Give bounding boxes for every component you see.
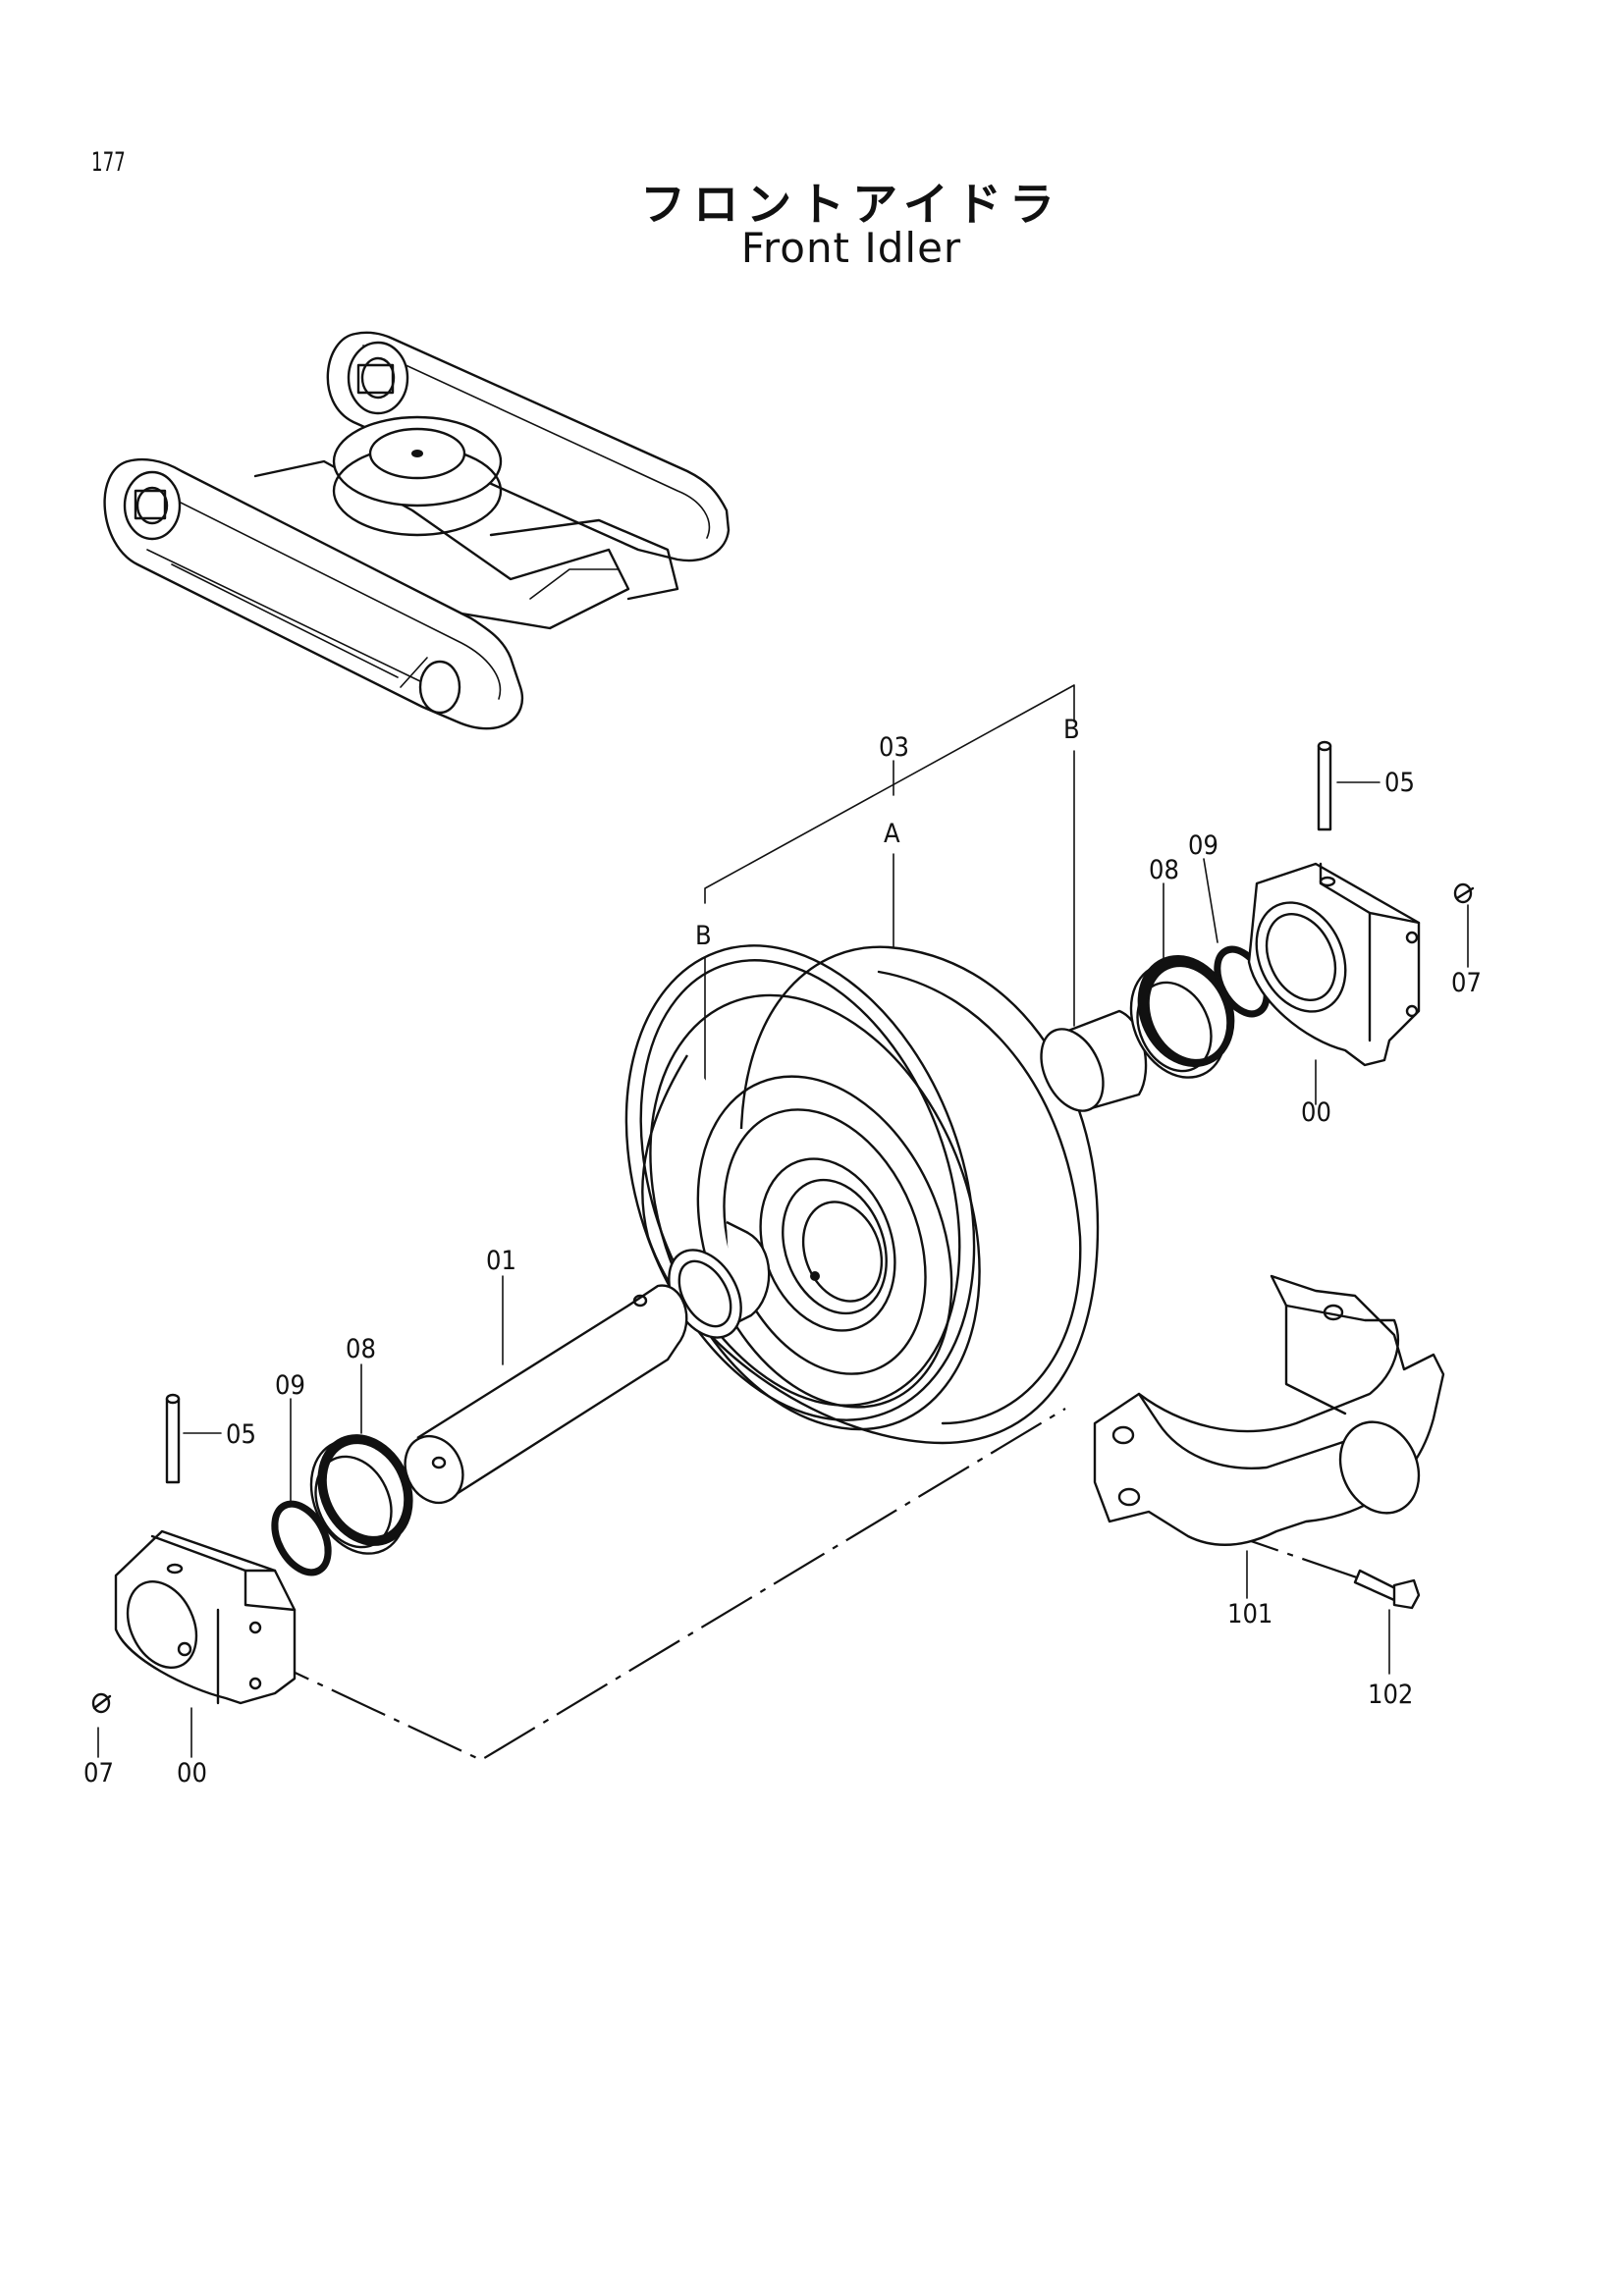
idler-guard [1093, 1274, 1445, 1546]
idler-shaft [404, 1284, 688, 1505]
callout-B-right: B [1063, 715, 1080, 745]
page-number: 177 [91, 147, 126, 178]
track-frame-overview-illustration [103, 331, 731, 730]
callout-03: 03 [879, 732, 909, 763]
bearing-housing-left [91, 1393, 297, 1714]
bolt [1353, 1569, 1421, 1610]
callout-08-right: 08 [1149, 855, 1179, 885]
page-title-japanese: フロントアイドラ [640, 178, 1062, 231]
callout-08-left: 08 [346, 1334, 376, 1364]
o-ring-left [271, 1500, 332, 1576]
callout-leader-lines [97, 684, 1469, 1762]
callout-labels: 03 A B B 05 07 08 09 00 01 08 09 05 07 0… [83, 715, 1482, 1789]
callout-102: 102 [1368, 1680, 1413, 1710]
callout-101: 101 [1227, 1599, 1272, 1629]
bushing-right [1040, 1009, 1148, 1112]
bearing-housing-right [1247, 740, 1475, 1067]
callout-00-right: 00 [1301, 1097, 1331, 1128]
callout-09-left: 09 [275, 1370, 305, 1401]
callout-07-right: 07 [1451, 968, 1482, 998]
callout-07-left: 07 [83, 1758, 114, 1789]
floating-seal-left [309, 1434, 413, 1555]
callout-B-left: B [695, 921, 712, 951]
callout-A: A [884, 819, 900, 849]
callout-01: 01 [486, 1246, 516, 1276]
callout-05-right: 05 [1384, 768, 1415, 798]
idler-wheel [624, 944, 1100, 1445]
callout-05-left: 05 [226, 1419, 256, 1450]
callout-09-right: 09 [1188, 830, 1218, 861]
callout-00-left: 00 [177, 1758, 207, 1789]
page-title-english: Front Idler [740, 224, 962, 272]
floating-seal-right [1129, 954, 1235, 1079]
